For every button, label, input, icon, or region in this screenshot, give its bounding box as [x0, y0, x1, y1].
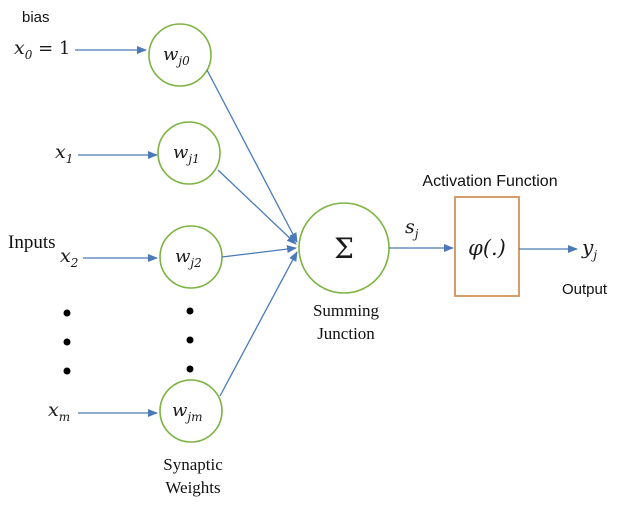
- weight-node-w0: [148, 23, 212, 87]
- ellipsis-dot: [186, 336, 194, 344]
- weights-label: Weights: [165, 478, 220, 497]
- input-x0-label: x0 = 1: [14, 37, 70, 62]
- arrow-w2-to-sum: [221, 245, 297, 258]
- activation-function-box: [454, 196, 520, 297]
- arrow-wm-to-sum: [219, 251, 298, 397]
- output-y-label: yj: [581, 235, 597, 262]
- weight-w1-label: wj1: [173, 142, 200, 166]
- weight-w0-label: wj0: [163, 44, 190, 68]
- output-label: Output: [562, 281, 608, 298]
- weight-node-w1: [157, 121, 221, 185]
- arrow-w0-to-sum: [206, 69, 298, 243]
- bias-label: bias: [22, 9, 50, 26]
- weight-node-wm: [159, 379, 223, 443]
- ellipsis-dot: [63, 309, 71, 317]
- ellipsis-dot: [63, 367, 71, 375]
- sum-output-label: sj: [405, 216, 419, 241]
- arrow-w1-to-sum: [217, 169, 297, 245]
- input-x1-label: x1: [55, 141, 73, 166]
- summing-label: Summing: [313, 301, 380, 320]
- ellipsis-dot: [186, 365, 194, 373]
- inputs-label: Inputs: [8, 232, 56, 253]
- weight-wm-label: wjm: [172, 400, 203, 424]
- junction-label: Junction: [317, 324, 375, 343]
- input-x2-label: x2: [60, 245, 78, 270]
- input-xm-label: xm: [48, 399, 70, 424]
- synaptic-label: Synaptic: [163, 455, 223, 474]
- activation-function-title: Activation Function: [422, 173, 557, 190]
- sigma-symbol: Σ: [334, 232, 354, 265]
- ellipsis-dot: [186, 307, 194, 315]
- ellipsis-dot: [63, 338, 71, 346]
- activation-symbol: φ(.): [468, 236, 506, 260]
- weight-w2-label: wj2: [175, 246, 202, 270]
